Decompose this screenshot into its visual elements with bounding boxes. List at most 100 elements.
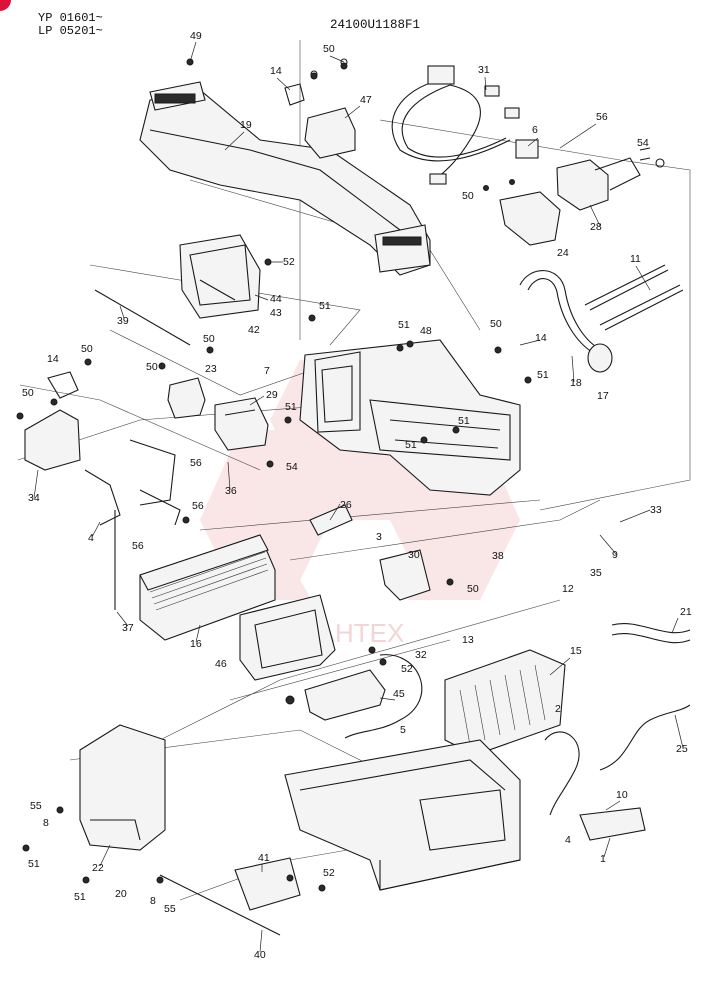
callout-51: 51 bbox=[405, 439, 417, 451]
part-23-bracket bbox=[167, 377, 206, 419]
callout-52: 52 bbox=[401, 663, 413, 675]
part-22-housing bbox=[79, 724, 166, 851]
part-41-damper bbox=[234, 857, 301, 911]
fasteners bbox=[16, 58, 532, 892]
callout-33: 33 bbox=[650, 504, 662, 516]
callout-50: 50 bbox=[323, 43, 335, 55]
callout-52: 52 bbox=[283, 256, 295, 268]
part-11-cable-ties bbox=[584, 264, 684, 331]
callout-3: 3 bbox=[376, 531, 382, 543]
callout-51: 51 bbox=[537, 369, 549, 381]
part-28-actuator bbox=[556, 147, 665, 211]
part-2-sensor-wire bbox=[544, 731, 580, 816]
part-29-motor-module bbox=[214, 397, 269, 451]
callout-56: 56 bbox=[132, 540, 144, 552]
callout-43: 43 bbox=[270, 307, 282, 319]
callout-45: 45 bbox=[393, 688, 405, 700]
callout-29: 29 bbox=[266, 389, 278, 401]
callout-50: 50 bbox=[22, 387, 34, 399]
callout-23: 23 bbox=[205, 363, 217, 375]
callout-2: 2 bbox=[555, 703, 561, 715]
callout-32: 32 bbox=[415, 649, 427, 661]
callout-6: 6 bbox=[532, 124, 538, 136]
callout-41: 41 bbox=[258, 852, 270, 864]
callout-44: 44 bbox=[270, 293, 282, 305]
callout-49: 49 bbox=[190, 30, 202, 42]
callout-20: 20 bbox=[115, 888, 127, 900]
part-42-door-assembly bbox=[179, 234, 261, 319]
callout-36: 36 bbox=[225, 485, 237, 497]
callout-56: 56 bbox=[192, 500, 204, 512]
part-25-pipe bbox=[599, 704, 691, 771]
callout-54: 54 bbox=[637, 137, 649, 149]
part-46-frame bbox=[239, 594, 336, 681]
callout-31: 31 bbox=[478, 64, 490, 76]
part-39-rod bbox=[94, 289, 191, 346]
callout-47: 47 bbox=[360, 94, 372, 106]
callout-9: 9 bbox=[612, 549, 618, 561]
callout-35: 35 bbox=[590, 567, 602, 579]
callout-12: 12 bbox=[562, 583, 574, 595]
callout-30: 30 bbox=[408, 549, 420, 561]
part-19-duct bbox=[139, 81, 431, 276]
callout-4: 4 bbox=[88, 532, 94, 544]
callout-21: 21 bbox=[680, 606, 692, 618]
callout-54: 54 bbox=[286, 461, 298, 473]
callout-51: 51 bbox=[74, 891, 86, 903]
callout-8: 8 bbox=[150, 895, 156, 907]
model-line-1: YP 01601~ bbox=[38, 11, 103, 25]
diagram-code: 24100U1188F1 bbox=[330, 18, 421, 32]
callout-11: 11 bbox=[630, 253, 641, 265]
part-40-rod bbox=[159, 874, 281, 936]
part-18-hose bbox=[519, 270, 613, 373]
callout-51: 51 bbox=[28, 858, 40, 870]
lower-heater-case bbox=[284, 739, 521, 891]
leader-lines bbox=[33, 41, 684, 953]
callout-38: 38 bbox=[492, 550, 504, 562]
callout-39: 39 bbox=[117, 315, 129, 327]
part-45-cover bbox=[304, 669, 386, 721]
part-1-seal bbox=[579, 807, 646, 841]
callout-26: 26 bbox=[340, 499, 352, 511]
callout-4: 4 bbox=[565, 834, 571, 846]
callout-17: 17 bbox=[597, 390, 609, 402]
callout-18: 18 bbox=[570, 377, 582, 389]
callout-15: 15 bbox=[570, 645, 582, 657]
part-31-wiring-harness bbox=[391, 65, 539, 185]
part-26-tube bbox=[309, 504, 353, 536]
part-24-bracket bbox=[499, 191, 561, 246]
callout-labels: 49 50 14 47 31 19 6 56 54 50 28 24 52 44… bbox=[22, 30, 692, 961]
callout-51: 51 bbox=[285, 401, 297, 413]
callout-50: 50 bbox=[462, 190, 474, 202]
callout-24: 24 bbox=[557, 247, 569, 259]
part-21-strap bbox=[611, 623, 691, 644]
callout-51: 51 bbox=[458, 415, 470, 427]
callout-34: 34 bbox=[28, 492, 40, 504]
callout-48: 48 bbox=[420, 325, 432, 337]
callout-50: 50 bbox=[490, 318, 502, 330]
callout-22: 22 bbox=[92, 862, 104, 874]
callout-40: 40 bbox=[254, 949, 266, 961]
part-47-bracket bbox=[284, 58, 356, 159]
callout-56: 56 bbox=[596, 111, 608, 123]
callout-42: 42 bbox=[248, 324, 260, 336]
callout-13: 13 bbox=[462, 634, 474, 646]
part-34-lever-bracket bbox=[24, 371, 181, 610]
part-16-heater-core bbox=[139, 534, 276, 641]
callout-19: 19 bbox=[240, 119, 252, 131]
callout-56: 56 bbox=[190, 457, 202, 469]
callout-8: 8 bbox=[43, 817, 49, 829]
callout-14: 14 bbox=[270, 65, 282, 77]
callout-50: 50 bbox=[467, 583, 479, 595]
corner-marker bbox=[0, 0, 11, 11]
callout-52: 52 bbox=[323, 867, 335, 879]
callout-7: 7 bbox=[264, 365, 270, 377]
callout-46: 46 bbox=[215, 658, 227, 670]
upper-heater-case bbox=[299, 339, 521, 496]
callout-14: 14 bbox=[535, 332, 547, 344]
model-line-2: LP 05201~ bbox=[38, 24, 103, 38]
callout-50: 50 bbox=[81, 343, 93, 355]
part-5-cable bbox=[344, 654, 423, 739]
